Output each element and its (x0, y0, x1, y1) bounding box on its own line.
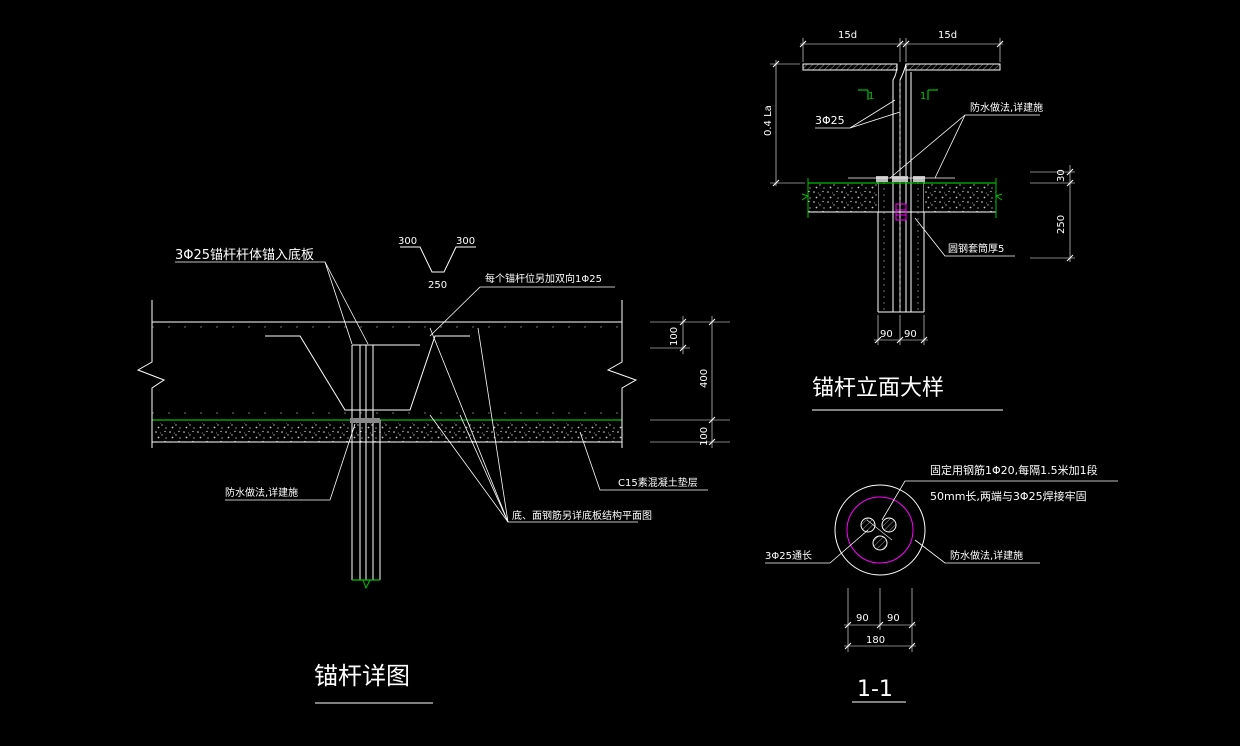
anchor-detail-title: 锚杆详图 (314, 662, 410, 690)
bend-dim-c: 250 (428, 280, 447, 291)
anchor-rod-label: 3Φ25锚杆杆体锚入底板 (175, 247, 314, 263)
elevation-dim-90-right: 90 (904, 329, 917, 340)
rebar-note-label: 底、面钢筋另详底板结构平面图 (512, 509, 652, 522)
section-note-line2: 50mm长,两端与3Φ25焊接牢固 (930, 489, 1087, 503)
dim-100-top: 100 (669, 327, 680, 346)
bend-dim-b: 300 (456, 236, 475, 247)
section-3phi25-label: 3Φ25通长 (765, 550, 812, 562)
elevation-dim-90-left: 90 (880, 329, 893, 340)
section-mark-right: 1 (920, 91, 926, 102)
section-note-line1: 固定用钢筋1Φ20,每隔1.5米加1段 (930, 463, 1098, 477)
steel-sleeve-label: 圆钢套筒厚5 (948, 242, 1004, 255)
elevation-dim-04la: 0.4 La (763, 105, 774, 136)
anchor-detail-drawing (136, 246, 730, 704)
section-dim-180: 180 (866, 635, 885, 646)
additional-bar-label: 每个锚杆位另加双向1Φ25 (485, 272, 602, 285)
dim-400: 400 (699, 369, 710, 388)
elevation-dim-250: 250 (1056, 215, 1067, 234)
section-waterproof-label: 防水做法,详建施 (950, 549, 1023, 562)
dim-100-bottom: 100 (699, 427, 710, 446)
waterproof-label-detail: 防水做法,详建施 (225, 486, 298, 499)
c15-cushion-label: C15素混凝土垫层 (618, 476, 698, 489)
section-1-1-drawing (765, 480, 1118, 703)
elevation-title: 锚杆立面大样 (812, 376, 944, 401)
section-title: 1-1 (857, 677, 893, 702)
elevation-waterproof-label: 防水做法,详建施 (970, 101, 1043, 114)
elevation-dim-30: 30 (1056, 169, 1067, 182)
elevation-dim-15d-right: 15d (938, 30, 957, 41)
section-dim-90-right: 90 (887, 613, 900, 624)
section-mark-left: 1 (868, 91, 874, 102)
elevation-dim-15d-left: 15d (838, 30, 857, 41)
anchor-elevation-drawing (770, 38, 1075, 411)
section-dim-90-left: 90 (856, 613, 869, 624)
elevation-3phi25-label: 3Φ25 (815, 114, 845, 127)
bend-dim-a: 300 (398, 236, 417, 247)
